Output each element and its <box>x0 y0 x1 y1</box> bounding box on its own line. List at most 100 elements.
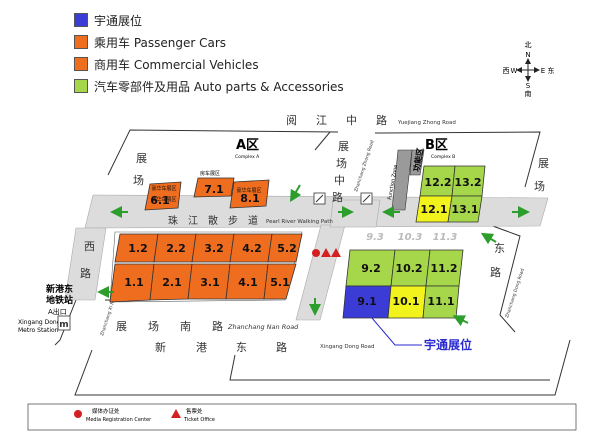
hall-label: 11.2 <box>430 262 457 275</box>
central-road-band <box>295 224 346 321</box>
road-east-char: 东 <box>494 242 505 255</box>
road-nan-char: 展 <box>116 320 127 333</box>
zone-a-sub: Complex A <box>235 154 260 160</box>
road-nan-char: 路 <box>212 320 223 333</box>
road-mid-en: Zhanchang Zhong Road <box>353 139 375 192</box>
road-nan-en: Zhanchang Nan Road <box>227 323 299 331</box>
road-xingang-char: 港 <box>196 341 207 354</box>
yutong-callout: 宇通展位 <box>371 317 472 352</box>
road-east-en: Zhanchang Dong Road <box>504 268 526 319</box>
complex-a-outline <box>109 231 303 303</box>
compass: 北 N 西 W E 东 S 南 <box>503 41 555 98</box>
metro-icon <box>57 315 71 331</box>
hall-label: 13.2 <box>454 176 481 189</box>
metro-name-en2: Metro Station <box>18 327 59 334</box>
zone-b-sub: Complex B <box>431 154 455 160</box>
hall-8-1[interactable] <box>229 179 270 209</box>
walk-char: 珠 <box>168 214 178 227</box>
road-xingang-char: 路 <box>276 341 287 354</box>
compass-east-arrow <box>534 67 540 73</box>
hall-label: 7.1 <box>204 183 224 196</box>
compass-north-letter: N <box>525 51 530 59</box>
road-top-char: 中 <box>346 114 357 127</box>
road-mid-char: 展 <box>338 140 349 153</box>
complex-a-hall-labels: 豪华车展区 6.1 7.1 豪华车展区 8.1 1.2 2.2 3.2 4.2 … <box>124 183 297 289</box>
hall-label: 4.2 <box>242 242 262 255</box>
hall-label: 10.2 <box>395 262 422 275</box>
metro-name-cn2: 地铁站 <box>46 294 73 306</box>
hall-label: 10.1 <box>392 295 419 308</box>
road-top-char: 路 <box>376 114 387 127</box>
road-mid-char: 场 <box>336 156 347 170</box>
zone-a-title: A区 <box>236 138 259 153</box>
escalator-icons <box>313 192 373 205</box>
legend-item-commercial: 商用车 Commercial Vehicles <box>74 55 259 73</box>
legend-swatch-blue <box>74 13 88 27</box>
road-right-char: 场 <box>534 179 545 193</box>
walk-en: Pearl River Walking Path <box>266 219 333 225</box>
road-nan-char: 场 <box>148 319 159 333</box>
road-top-en: Yuejiang Zhong Road <box>397 120 456 126</box>
hall-6-1[interactable] <box>144 181 182 211</box>
hall-5-2[interactable] <box>267 233 303 263</box>
footer-ticket-en: Ticket Office <box>183 417 215 423</box>
compass-west-arrow <box>516 67 522 73</box>
metro-name-en: Xingang Dong <box>18 319 61 326</box>
legend-label: 汽车零部件及用品 Auto parts & Accessories <box>94 79 344 94</box>
walk-char: 江 <box>188 215 198 227</box>
west-road-band <box>64 227 107 301</box>
road-nan-char: 南 <box>180 320 191 333</box>
compass-east-cn: 东 <box>548 66 555 75</box>
footer-media-en: Media Registration Center <box>86 417 152 423</box>
metro-name-cn: 新港东 <box>46 283 73 295</box>
arrow-icon <box>289 184 302 203</box>
luxury-label: 豪华车展区 <box>151 185 176 192</box>
compass-west-letter: W <box>511 67 518 75</box>
mid-link-band <box>329 199 381 228</box>
walk-char: 道 <box>248 214 258 227</box>
media-center-icon <box>74 410 82 418</box>
road-top-char: 阅 <box>286 114 297 127</box>
legend-label: 乘用车 Passenger Cars <box>94 35 227 50</box>
hall-13-1[interactable] <box>447 195 483 223</box>
road-mid-char: 中 <box>334 174 345 187</box>
hall-5-1[interactable] <box>263 263 297 300</box>
legend-swatch-green <box>74 79 88 93</box>
hall-7-1[interactable] <box>193 177 235 198</box>
road-west-char: 路 <box>80 267 91 280</box>
footer-media-cn: 媒体办证处 <box>92 407 120 415</box>
road-left-char: 场 <box>133 173 144 187</box>
road-west-char: 西 <box>84 240 95 253</box>
metro-station: 新港东 地铁站 A出口 Xingang Dong Metro Station ⅿ <box>18 283 73 334</box>
hall-label: 9.1 <box>357 295 377 308</box>
function-hall-block <box>409 149 425 176</box>
complex-b-hall-labels: 12.2 13.2 12.1 13.1 9.3 10.3 11.3 9.2 10… <box>357 176 481 308</box>
hall-label: 1.2 <box>128 242 148 255</box>
hall-label: 4.1 <box>238 276 258 289</box>
complex-a-halls <box>109 177 303 303</box>
service-markers <box>312 248 341 257</box>
footer-ticket-cn: 售票处 <box>186 407 203 415</box>
luxury-label: 豪华车展区 <box>236 187 261 194</box>
hall-label: 5.2 <box>277 242 297 255</box>
road-top-char: 江 <box>316 114 327 127</box>
ticket-marker-icon <box>321 248 331 257</box>
footer-legend-box <box>27 403 577 431</box>
callout-line <box>371 317 422 346</box>
compass-north-arrow <box>525 58 531 64</box>
hall-label: 12.2 <box>424 176 451 189</box>
road-right-char: 展 <box>538 157 549 170</box>
road-mid-char: 路 <box>332 191 343 204</box>
legend-label: 宇通展位 <box>94 13 143 28</box>
hall-label: 6.1 <box>150 194 170 207</box>
compass-south-arrow <box>525 76 531 82</box>
function-hall-label: 功能区 <box>411 147 425 172</box>
legend-swatch-orange <box>74 35 88 49</box>
svg-text:ⅿ: ⅿ <box>59 320 68 330</box>
luxury-label: 豪华车展区 <box>151 196 176 203</box>
legend-swatch-orange <box>74 57 88 71</box>
walk-char: 散 <box>208 214 218 227</box>
road-left-char: 展 <box>136 152 147 165</box>
hall-label: 1.1 <box>124 276 144 289</box>
